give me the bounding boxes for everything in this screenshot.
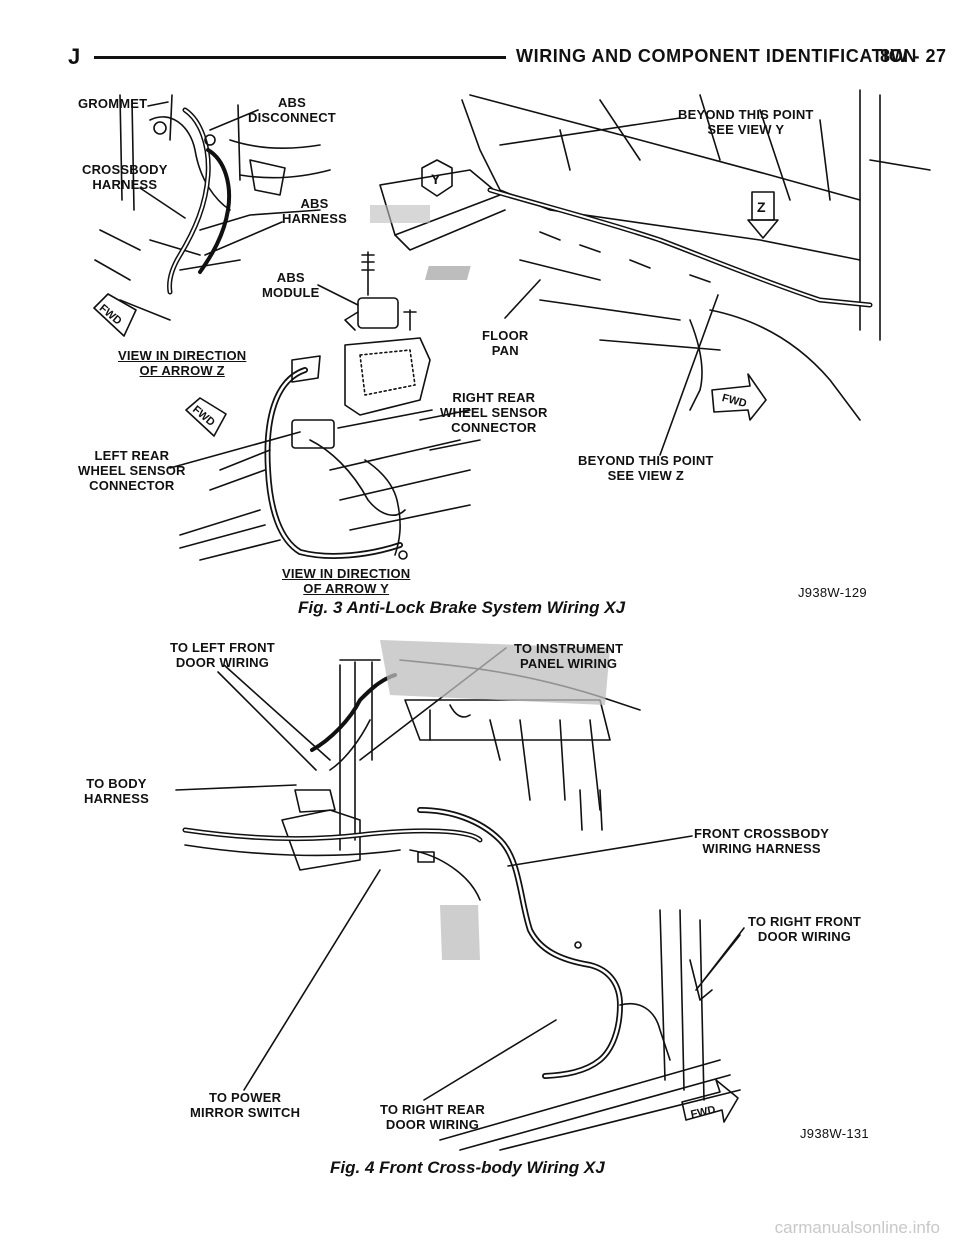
label-view-arrow-z: VIEW IN DIRECTION OF ARROW Z [118,348,247,378]
label-right-rear-sensor: RIGHT REAR WHEEL SENSOR CONNECTOR [440,390,548,435]
label-abs-harness: ABS HARNESS [282,196,347,226]
label-left-rear-sensor: LEFT REAR WHEEL SENSOR CONNECTOR [78,448,186,493]
header-rule [94,56,506,59]
label-right-front-door: TO RIGHT FRONT DOOR WIRING [748,914,862,944]
label-body-harness: TO BODY HARNESS [84,776,149,806]
label-beyond-view-y: BEYOND THIS POINT SEE VIEW Y [678,107,814,137]
label-view-arrow-y: VIEW IN DIRECTION OF ARROW Y [282,566,411,596]
watermark: carmanualsonline.info [774,1218,940,1237]
section-letter: J [68,44,82,69]
figure-3-ref-code: J938W-129 [798,585,867,600]
label-left-front-door: TO LEFT FRONT DOOR WIRING [170,640,275,670]
label-abs-module: ABS MODULE [262,270,320,300]
arrow-z-letter: Z [757,199,766,215]
label-front-crossbody: FRONT CROSSBODY WIRING HARNESS [694,826,830,856]
label-grommet: GROMMET [78,96,148,111]
fwd-label-3: FWD [721,392,748,410]
page-number: 8W - 27 [880,46,947,66]
label-crossbody-harness: CROSSBODY HARNESS [82,162,168,192]
fwd-label-4: FWD [690,1104,717,1121]
label-floor-pan: FLOOR PAN [482,328,529,358]
label-power-mirror: TO POWER MIRROR SWITCH [190,1090,301,1120]
label-beyond-view-z: BEYOND THIS POINT SEE VIEW Z [578,453,714,483]
figure-3-caption: Fig. 3 Anti-Lock Brake System Wiring XJ [298,598,626,617]
fwd-label-2: FWD [190,404,217,429]
figure-4-caption: Fig. 4 Front Cross-body Wiring XJ [330,1158,605,1177]
figure-4-ref-code: J938W-131 [800,1126,869,1141]
label-instrument-panel: TO INSTRUMENT PANEL WIRING [514,641,624,671]
label-right-rear-door: TO RIGHT REAR DOOR WIRING [380,1102,485,1132]
page-header: J WIRING AND COMPONENT IDENTIFICATION 8W… [68,44,946,80]
arrow-y-letter: Y [431,171,441,187]
section-title: WIRING AND COMPONENT IDENTIFICATION [516,46,917,66]
label-abs-disconnect: ABS DISCONNECT [248,95,336,125]
